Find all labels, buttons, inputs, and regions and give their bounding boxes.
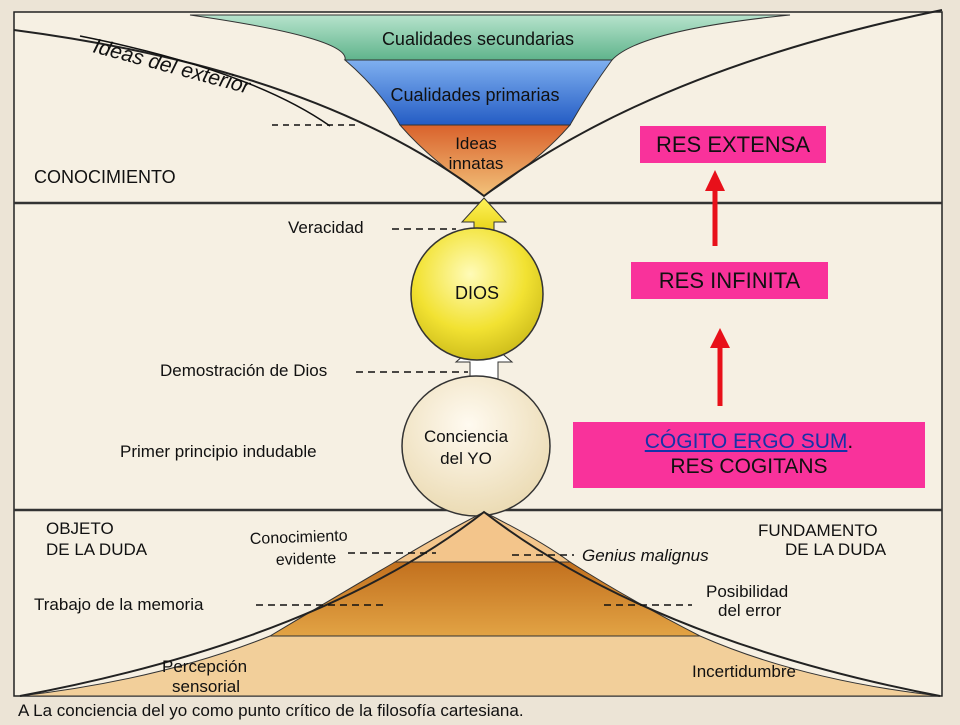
label-genius: Genius malignus: [582, 546, 709, 565]
label-yo-1: Conciencia: [424, 427, 509, 446]
section-objeto-1: OBJETO: [46, 519, 114, 538]
label-percepcion-1: Percepción: [162, 657, 247, 676]
caption: A La conciencia del yo como punto crític…: [18, 701, 524, 720]
label-conocimiento-2: evidente: [276, 550, 337, 569]
bottom-funnel-outline: [19, 510, 941, 697]
label-trabajo: Trabajo de la memoria: [34, 595, 204, 614]
label-posibilidad-1: Posibilidad: [706, 582, 788, 601]
res-infinita-box: RES INFINITA: [631, 262, 828, 299]
label-innatas-2: innatas: [449, 154, 504, 173]
label-secundarias: Cualidades secundarias: [382, 29, 574, 49]
circle-dios: [410, 227, 544, 361]
res-cogitans-label: RES COGITANS: [670, 455, 828, 478]
res-extensa-box: RES EXTENSA: [640, 126, 826, 163]
label-demostracion: Demostración de Dios: [160, 361, 327, 380]
cogito-link[interactable]: CÓGITO ERGO SUM: [644, 430, 848, 453]
label-percepcion-2: sensorial: [172, 677, 240, 696]
label-primarias: Cualidades primarias: [390, 85, 559, 105]
label-conocimiento-1: Conocimiento: [250, 528, 348, 548]
label-veracidad: Veracidad: [288, 218, 364, 237]
band-bottom-base: [19, 635, 941, 697]
circle-yo: [401, 375, 551, 517]
label-posibilidad-2: del error: [718, 601, 782, 620]
section-objeto-2: DE LA DUDA: [46, 540, 148, 559]
res-cogitans-box: CÓGITO ERGO SUM. RES COGITANS: [573, 422, 925, 488]
label-dios: DIOS: [455, 283, 499, 303]
label-innatas-1: Ideas: [455, 134, 497, 153]
section-fundamento-1: FUNDAMENTO: [758, 521, 878, 540]
section-fundamento-2: DE LA DUDA: [785, 540, 887, 559]
section-conocimiento: CONOCIMIENTO: [34, 167, 176, 187]
label-yo-2: del YO: [440, 449, 492, 468]
cogito-period: .: [847, 430, 854, 453]
label-incertidumbre: Incertidumbre: [692, 662, 796, 681]
label-primer-principio: Primer principio indudable: [120, 442, 317, 461]
